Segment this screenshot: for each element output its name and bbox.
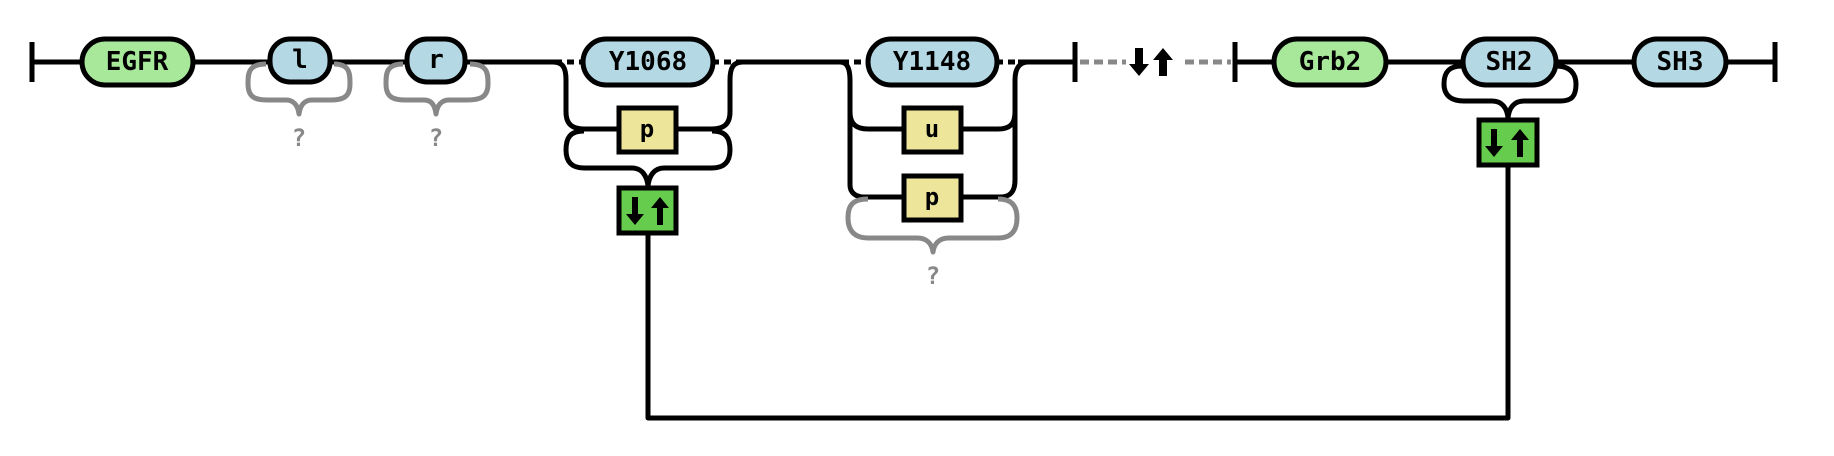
bind-unbind-arrows-icon [626,197,669,225]
state-p[interactable]: p [901,173,964,223]
site-sh3[interactable]: SH3 [1631,36,1729,88]
state-label: u [925,115,939,143]
state-branch [847,111,902,132]
state-branch [963,59,1029,200]
state-label: p [925,183,939,211]
site-label: l [292,45,308,75]
state-branch [963,111,1018,132]
site-label: Y1068 [609,47,687,77]
optional-mark: ? [429,124,443,152]
state-branch [552,59,617,132]
site-y1148[interactable]: Y1148 u p ? [839,36,1029,290]
agent-name-egfr[interactable]: EGFR [79,36,196,88]
site-label: r [428,45,444,75]
state-branch [839,59,902,200]
optional-mark: ? [292,124,306,152]
agent-name-grb2[interactable]: Grb2 [1271,36,1389,88]
state-branch [678,59,744,132]
agent-grb2: Grb2 SH2 SH3 [1232,36,1778,168]
site-r[interactable]: r ? [383,36,491,152]
state-label: p [640,115,654,143]
bond-handle-sh2[interactable] [1476,117,1540,168]
site-l[interactable]: l ? [245,36,353,152]
site-sh2[interactable]: SH2 [1441,36,1579,168]
optional-mark: ? [926,262,940,290]
state-u[interactable]: u [901,105,964,155]
agent-separator [1080,48,1231,76]
site-y1068[interactable]: Y1068 p [552,36,744,236]
optional-brace [383,61,491,117]
site-label: SH3 [1657,47,1704,77]
bond-line[interactable] [645,167,1511,421]
site-label: Y1148 [893,47,971,77]
optional-brace [245,61,353,117]
site-label: SH2 [1486,47,1533,77]
optional-brace [845,196,1020,255]
agent-label: EGFR [106,47,169,77]
agent-egfr: EGFR l ? r ? Y1068 p [29,36,1078,290]
bind-unbind-arrows-icon [1129,48,1173,76]
state-p[interactable]: p [616,105,679,155]
agent-label: Grb2 [1299,47,1362,77]
bind-unbind-arrows-icon [1485,129,1529,157]
bond-handle-y1068[interactable] [616,185,679,236]
